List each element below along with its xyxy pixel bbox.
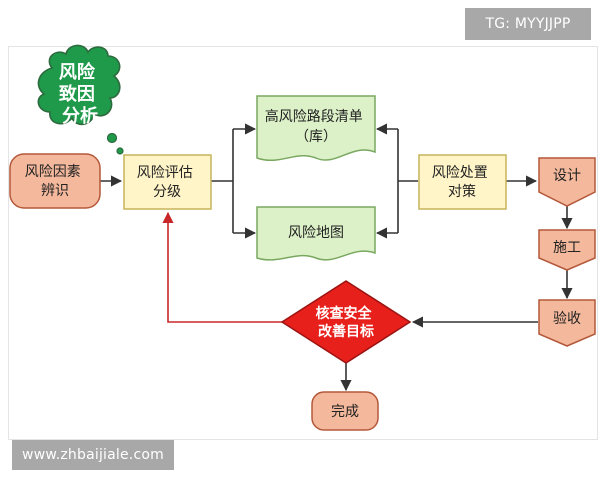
acceptance-shape	[538, 299, 596, 347]
risk-identify-box	[9, 153, 101, 209]
design-label: 设计	[553, 168, 581, 184]
node-risk-map[interactable]: 风险地图	[256, 206, 376, 261]
cloud-line-2: 致因	[59, 83, 95, 105]
cloud-line-3: 分析	[62, 105, 98, 127]
node-design[interactable]: 设计	[538, 157, 596, 207]
node-high-risk-list[interactable]: 高风险路段清单 （库）	[256, 95, 376, 162]
check-goal-diamond	[280, 280, 412, 364]
node-cause-cloud[interactable]: 风险 致因 分析	[37, 44, 121, 127]
done-box	[311, 391, 379, 431]
high-risk-list-shape	[256, 95, 376, 162]
high-risk-list-label: 高风险路段清单 （库）	[265, 108, 367, 145]
cloud-label: 风险 致因 分析	[59, 61, 101, 127]
check-goal-label: 核查安全 改善目标	[316, 305, 377, 340]
node-construction[interactable]: 施工	[538, 229, 596, 271]
risk-identify-line-2: 辨识	[41, 183, 69, 199]
cloud-line-1: 风险	[59, 61, 96, 83]
cloud-tail-dot-2	[116, 147, 124, 155]
connectors	[100, 123, 573, 392]
node-check-goal[interactable]: 核查安全 改善目标	[280, 280, 412, 364]
done-label: 完成	[331, 404, 359, 420]
cloud-tail-dot-1	[106, 132, 118, 144]
node-acceptance[interactable]: 验收	[538, 299, 596, 347]
risk-treatment-box	[418, 154, 507, 210]
risk-treatment-label: 风险处置 对策	[432, 165, 492, 200]
risk-identify-line-1: 风险因素	[25, 164, 81, 180]
risk-assess-line-2: 分级	[153, 184, 181, 200]
design-shape	[538, 157, 596, 207]
watermark-top: TG: MYYJJPP	[465, 8, 591, 40]
line-assess-to-branch	[211, 129, 234, 233]
cloud-shape	[37, 44, 121, 126]
construction-label: 施工	[553, 240, 581, 256]
risk-assess-line-1: 风险评估	[137, 165, 193, 181]
check-goal-line-1: 核查安全	[316, 305, 373, 322]
risk-assess-label: 风险评估 分级	[137, 165, 197, 200]
risk-map-label: 风险地图	[288, 225, 344, 241]
acceptance-label: 验收	[553, 311, 581, 327]
risk-assess-box	[123, 154, 212, 210]
high-risk-list-line-1: 高风险路段清单	[265, 108, 363, 125]
risk-treatment-line-1: 风险处置	[432, 165, 488, 181]
node-risk-identify[interactable]: 风险因素 辨识	[9, 153, 101, 209]
arrow-feedback-to-assess	[162, 211, 283, 323]
risk-identify-label: 风险因素 辨识	[25, 164, 85, 199]
check-goal-line-2: 改善目标	[318, 323, 374, 340]
high-risk-list-line-2: （库）	[295, 129, 337, 145]
node-done[interactable]: 完成	[311, 391, 379, 431]
risk-map-shape	[256, 206, 376, 261]
node-risk-treatment[interactable]: 风险处置 对策	[418, 154, 507, 210]
construction-shape	[538, 229, 596, 271]
node-risk-assess[interactable]: 风险评估 分级	[123, 154, 212, 210]
watermark-bottom: www.zhbaijiale.com	[12, 440, 174, 470]
risk-treatment-line-2: 对策	[448, 183, 476, 200]
line-treatment-bracket	[397, 129, 418, 233]
